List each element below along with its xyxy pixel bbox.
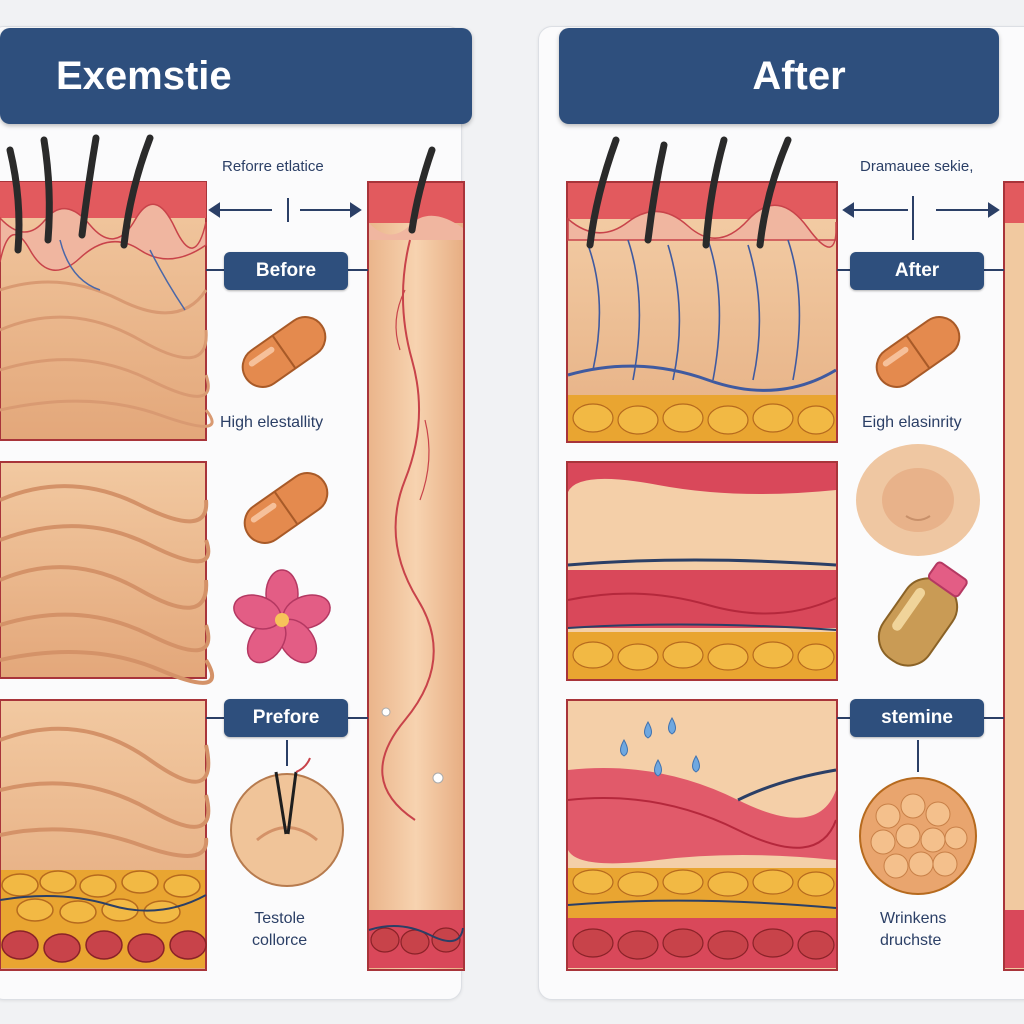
water-drop-icon <box>620 717 700 777</box>
skin-patch-icon <box>856 444 980 556</box>
left-title-bar: Exemstie <box>0 28 472 124</box>
right-title-bar: After <box>559 28 999 124</box>
right-tag-after: After <box>850 252 984 290</box>
left-skin-tile-bottom <box>0 699 211 971</box>
left-connector-arrows <box>206 198 368 766</box>
right-title: After <box>752 53 846 98</box>
left-tag-before: Before <box>224 252 348 290</box>
right-skin-tile-middle <box>566 461 838 681</box>
right-caption-top: Eigh elasinrity <box>862 414 962 431</box>
left-skin-column <box>367 146 465 971</box>
left-skin-tile-middle <box>0 461 214 685</box>
left-annotation: Reforre etlatice <box>222 158 324 175</box>
flower-icon <box>233 569 331 664</box>
skin-patch-icon <box>859 777 977 895</box>
right-caption-bottom-line2: druchste <box>880 932 942 949</box>
left-caption-bottom: Testole collorce <box>252 908 307 952</box>
left-tag-prefore: Prefore <box>224 699 348 737</box>
skin-patch-icon <box>230 773 344 887</box>
right-tag-stemine: stemine <box>850 699 984 737</box>
right-connector-arrows <box>837 196 1004 772</box>
left-skin-illustration <box>0 134 465 971</box>
supplement-bottle-icon <box>877 561 968 667</box>
right-skin-tile-top <box>566 136 838 443</box>
capsule-icon <box>243 472 329 544</box>
left-caption-top: High elestallity <box>220 414 324 431</box>
capsule-icon <box>875 316 961 388</box>
right-annotation: Dramauee sekie, <box>860 158 974 175</box>
right-caption-bottom-line1: Wrinkens <box>880 910 947 927</box>
right-skin-column <box>1003 181 1024 971</box>
left-title: Exemstie <box>56 53 232 98</box>
left-caption-bottom-line1: Testole <box>254 910 305 927</box>
left-caption-bottom-line2: collorce <box>252 932 308 949</box>
left-skin-tile-top <box>0 134 214 441</box>
capsule-icon <box>241 316 327 388</box>
right-skin-tile-bottom <box>566 699 838 971</box>
right-skin-illustration <box>566 136 1024 971</box>
right-caption-bottom: Wrinkens druchste <box>880 908 946 952</box>
tweezers-icon <box>274 757 311 835</box>
